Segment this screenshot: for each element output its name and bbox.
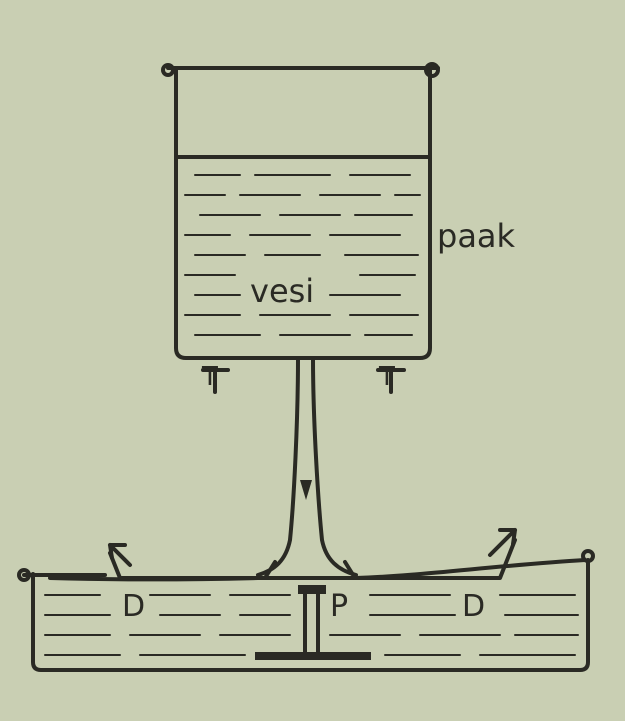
tray-knob-right bbox=[581, 549, 595, 563]
tray-body bbox=[31, 558, 590, 672]
tray-knob-left bbox=[17, 568, 31, 582]
label-left-tray: D bbox=[122, 589, 146, 624]
flow-arrow-down bbox=[300, 480, 312, 500]
label-left-leg: T bbox=[202, 362, 218, 392]
right-arrow bbox=[488, 528, 517, 557]
post-cap bbox=[298, 585, 326, 594]
tube-left-wall bbox=[256, 356, 300, 577]
left-arrow bbox=[108, 543, 132, 567]
rim-knob-right bbox=[424, 62, 440, 78]
label-container: paak bbox=[437, 217, 516, 255]
right-flow-plate bbox=[343, 538, 517, 580]
left-flow-plate bbox=[108, 551, 277, 580]
tray-water-hatching bbox=[44, 594, 579, 656]
label-post: P bbox=[330, 589, 349, 624]
container-body bbox=[174, 66, 432, 360]
label-right-tray: D bbox=[462, 589, 486, 624]
container-water-hatching bbox=[184, 174, 421, 336]
post-base bbox=[255, 652, 371, 660]
label-right-leg: T bbox=[379, 362, 395, 392]
rim-knob-left bbox=[161, 63, 175, 77]
tube-right-wall bbox=[311, 356, 358, 577]
label-water: vesi bbox=[250, 272, 315, 310]
